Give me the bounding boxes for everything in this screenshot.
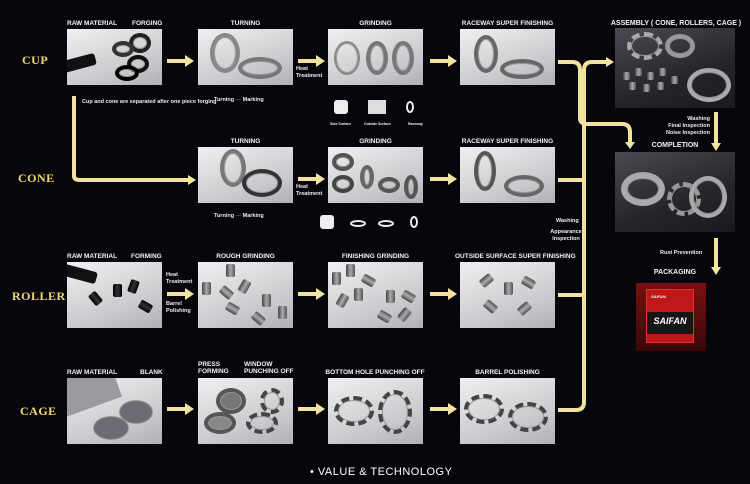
cup-forging-note: Cup and cone are separated after one pie…: [82, 99, 217, 105]
row-label-cone: CONE: [18, 171, 55, 185]
assembly-photo: [615, 28, 735, 108]
cone-turning-note: Turning — Marking: [214, 213, 264, 219]
rust-prevention-note: Rust Prevention: [660, 250, 703, 256]
cone-raceway-photo: [460, 147, 555, 203]
saifan-box: SAIFAN SAIFAN: [646, 289, 694, 343]
packaging-photo: SAIFAN SAIFAN: [636, 283, 706, 351]
cone-grinding-photo: [328, 147, 423, 203]
bus-to-assembly-connector: [558, 60, 606, 412]
washing-note: Washing: [556, 218, 579, 224]
cup-turning-note: Turning — Marking: [214, 97, 264, 103]
completion-title: COMPLETION: [651, 142, 699, 149]
cage-raw-material-title: RAW MATERIAL: [67, 369, 118, 376]
washing-final-note: Washing: [687, 116, 710, 122]
cone-turning-photo: [198, 147, 293, 203]
turning-step: Turning: [214, 97, 235, 103]
cage-barrel-polishing-title: BARREL POLISHING: [475, 369, 540, 376]
marking-step: Marking: [242, 97, 264, 103]
cup-raw-material-title: RAW MATERIAL: [67, 20, 118, 27]
grinding-step-raceway: Raceway: [408, 122, 423, 126]
grinding-step-outside: Outside Surface: [364, 122, 391, 126]
outside-surface-icon: [368, 100, 386, 114]
cup-grinding-title: GRINDING: [359, 20, 392, 27]
assembly-title: ASSEMBLY ( CONE, ROLLERS, CAGE ): [610, 20, 742, 27]
roller-outside-finishing-photo: [460, 262, 555, 328]
roller-raw-material-photo: [67, 262, 162, 328]
roller-rough-grinding-photo: [198, 262, 293, 328]
row-label-cup: CUP: [22, 53, 49, 67]
packaging-title: PACKAGING: [653, 269, 697, 276]
cone-raceway-title: RACEWAY SUPER FINISHING: [461, 138, 554, 145]
appearance-inspection-note: Appearance Inspection: [550, 229, 582, 242]
cup-turning-title: TURNING: [230, 20, 261, 27]
cup-raceway-title: RACEWAY SUPER FINISHING: [461, 20, 554, 27]
footer-slogan: • VALUE & TECHNOLOGY: [310, 466, 453, 478]
roller-rough-grinding-title: ROUGH GRINDING: [216, 253, 275, 260]
cup-to-cone-connector: [72, 96, 188, 182]
brand-logo: SAIFAN: [653, 316, 687, 326]
cage-press-forming-photo: [198, 378, 293, 444]
cup-grinding-photo: [328, 29, 423, 85]
cage-raw-material-photo: [67, 378, 162, 444]
marking-step: Marking: [242, 213, 264, 219]
turning-step: Turning: [214, 213, 235, 219]
noise-inspection-note: Noise Inspection: [665, 130, 710, 136]
cage-window-title: WINDOW PUNCHING OFF: [244, 361, 294, 375]
cup-turning-photo: [198, 29, 293, 85]
cone-heat-treatment: Heat Treatment: [296, 184, 323, 197]
step-arrows: [167, 55, 457, 415]
final-inspection-note: Final Inspection: [668, 123, 710, 129]
cage-press-forming-title: PRESS FORMING: [198, 361, 229, 375]
cup-raceway-photo: [460, 29, 555, 85]
completion-photo: [615, 152, 735, 232]
cup-grinding-step-icons: [330, 100, 422, 114]
roller-heat-treatment: Heat Treatment: [166, 272, 193, 285]
brand-logo-small: SAIFAN: [651, 294, 666, 299]
cone-grinding-title: GRINDING: [359, 138, 392, 145]
row-label-cage: CAGE: [20, 404, 57, 418]
roller-barrel-polishing: Barrel Polishing: [166, 301, 191, 314]
cup-raw-material-photo: [67, 29, 162, 85]
roller-outside-finishing-title: OUTSIDE SURFACE SUPER FINISHING: [455, 253, 576, 260]
cup-forging-title: FORGING: [132, 20, 163, 27]
cage-barrel-polishing-photo: [460, 378, 555, 444]
cage-blank-title: BLANK: [140, 369, 163, 376]
cone-turning-title: TURNING: [230, 138, 261, 145]
roller-finishing-grinding-photo: [328, 262, 423, 328]
raceway-icon: [406, 101, 414, 113]
cone-grinding-step-icons: [320, 215, 424, 229]
cup-heat-treatment: Heat Treatment: [296, 66, 323, 79]
roller-forming-title: FORMING: [131, 253, 162, 260]
roller-finishing-grinding-title: FINISHING GRINDING: [341, 253, 410, 260]
roller-raw-material-title: RAW MATERIAL: [67, 253, 118, 260]
row-label-roller: ROLLER: [12, 289, 66, 303]
cage-bottom-hole-title: BOTTOM HOLE PUNCHING OFF: [325, 369, 425, 376]
grinding-step-side: Side Surface: [330, 122, 352, 126]
side-surface-icon: [334, 100, 348, 114]
cage-bottom-hole-photo: [328, 378, 423, 444]
